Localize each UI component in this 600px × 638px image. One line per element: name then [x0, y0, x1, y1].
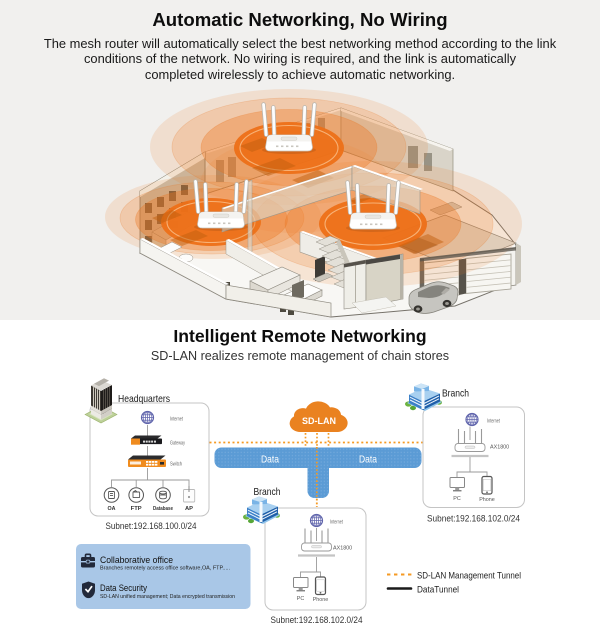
- svg-text:Subnet:192.168.102.0/24: Subnet:192.168.102.0/24: [427, 514, 521, 525]
- svg-text:Data: Data: [261, 454, 279, 466]
- svg-text:AX1800: AX1800: [490, 445, 509, 451]
- svg-text:PC: PC: [297, 596, 305, 602]
- svg-text:Internet: Internet: [170, 417, 183, 423]
- svg-text:Internet: Internet: [330, 520, 343, 526]
- svg-text:FTP: FTP: [131, 506, 142, 512]
- svg-text:Collaborative office: Collaborative office: [100, 555, 173, 565]
- svg-text:Data: Data: [359, 454, 377, 466]
- svg-text:Phone: Phone: [313, 597, 329, 603]
- svg-text:SD-LAN unified management; Dat: SD-LAN unified management; Data encrypte…: [100, 594, 235, 600]
- svg-text:Internet: Internet: [487, 419, 500, 425]
- svg-text:Switch: Switch: [170, 462, 182, 468]
- svg-text:Headquarters: Headquarters: [118, 394, 170, 405]
- svg-text:DataTunnel: DataTunnel: [417, 585, 459, 596]
- svg-text:Phone: Phone: [479, 497, 495, 503]
- svg-text:PC: PC: [453, 496, 461, 502]
- svg-text:Branch: Branch: [254, 487, 281, 498]
- svg-text:Subnet:192.168.102.0/24: Subnet:192.168.102.0/24: [271, 615, 364, 626]
- svg-text:Gateway: Gateway: [170, 441, 185, 447]
- svg-text:Subnet:192.168.100.0/24: Subnet:192.168.100.0/24: [106, 521, 198, 532]
- svg-text:Branch: Branch: [442, 389, 469, 400]
- svg-text:AP: AP: [185, 506, 193, 512]
- svg-text:OA: OA: [108, 506, 116, 512]
- svg-text:Branches remotely access offic: Branches remotely access office software…: [100, 566, 230, 572]
- svg-text:Database: Database: [153, 506, 173, 512]
- svg-text:SD-LAN: SD-LAN: [302, 416, 336, 426]
- svg-text:SD-LAN Management Tunnel: SD-LAN Management Tunnel: [417, 571, 521, 582]
- svg-text:Data Security: Data Security: [100, 583, 147, 593]
- svg-text:AX1800: AX1800: [333, 546, 352, 552]
